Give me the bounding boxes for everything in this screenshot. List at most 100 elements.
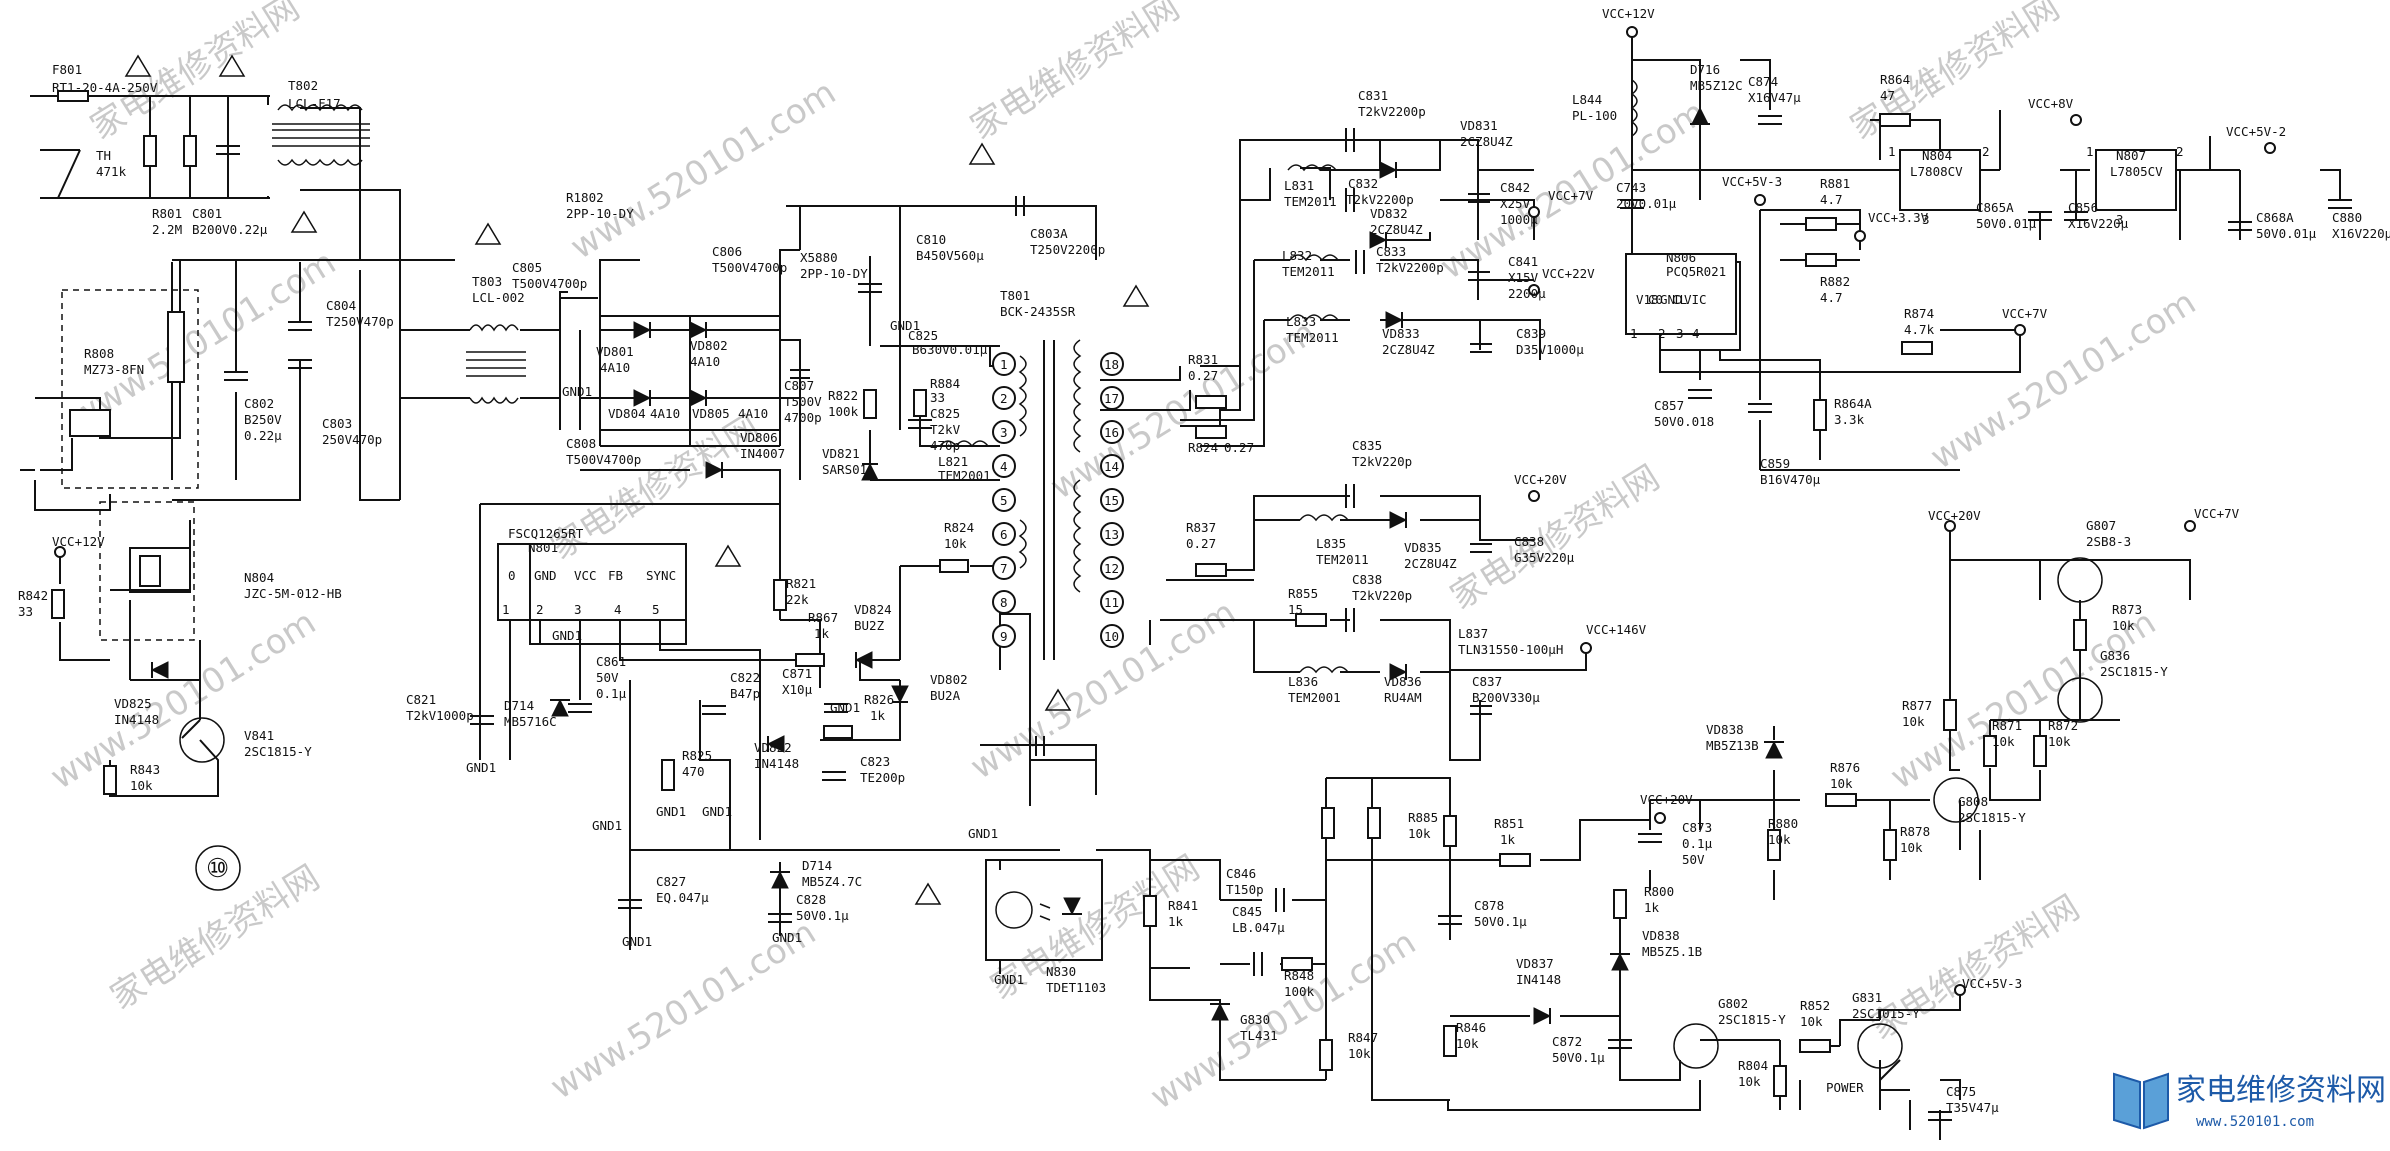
inductor-l844 (1630, 79, 1638, 137)
diode-vd825 (150, 661, 169, 679)
component-label: 2 (2176, 144, 2184, 159)
resistor-r867 (795, 653, 825, 667)
component-label: BCK-2435SR (1000, 304, 1076, 319)
capacitor-c861 (568, 703, 592, 713)
component-label: L821 (938, 454, 968, 469)
relay-coil (139, 555, 161, 587)
terminal-vcc7v (1528, 206, 1540, 218)
transformer-pin-label: 12 (1104, 561, 1119, 576)
resistor-r876 (1825, 793, 1857, 807)
component-label: 2PP-10-DY (566, 206, 634, 221)
figure-number: ⑩ (206, 854, 229, 884)
component-label: EQ.047μ (656, 890, 709, 905)
transformer-t802 (272, 104, 370, 166)
regulator-n804 (1899, 149, 1981, 211)
component-label: R800 (1644, 884, 1674, 899)
transformer-pin-label: 9 (1000, 629, 1008, 644)
component-label: X10μ (782, 682, 813, 697)
component-label: 2SB8-3 (2086, 534, 2131, 549)
transformer-pin (1100, 590, 1124, 614)
diode-vd833 (1385, 311, 1404, 329)
component-label: VD802 (930, 672, 968, 687)
component-label: D716 (1690, 62, 1720, 77)
component-label: LCL-002 (472, 290, 525, 305)
capacitor-c875 (1928, 1111, 1952, 1121)
warning-icon (124, 54, 152, 77)
component-label: FSCQ1265RT (508, 526, 584, 541)
component-label: 2SC1815-Y (2100, 664, 2168, 679)
transformer-pin (992, 488, 1016, 512)
component-label: R825 (682, 748, 712, 763)
warning-icon (474, 222, 502, 245)
component-label: N804 (244, 570, 274, 585)
component-label: R824 (944, 520, 974, 535)
capacitor-c845 (1253, 952, 1263, 976)
component-label: C839 (1516, 326, 1546, 341)
capacitor-c838 (1470, 543, 1492, 553)
component-label: 2CZ8U4Z (1404, 556, 1457, 571)
capacitor-c823 (822, 771, 846, 781)
component-label: GND (1660, 292, 1683, 307)
capacitor-c873 (1638, 833, 1662, 843)
component-label: T500V4700p (512, 276, 587, 291)
component-label: R842 (18, 588, 48, 603)
component-label: VD835 (1404, 540, 1442, 555)
transformer-pin (992, 556, 1016, 580)
fuse-f801 (57, 90, 89, 102)
logo-name: 家电维修资料网 (2176, 1073, 2386, 1108)
component-label: G807 (2086, 518, 2116, 533)
component-label: C810 (916, 232, 946, 247)
component-label: 50V0.018 (1654, 414, 1714, 429)
transformer-pin (1100, 454, 1124, 478)
resistor-r826 (823, 725, 853, 739)
transistor-g808 (1933, 777, 1979, 823)
component-label: C841 (1508, 254, 1538, 269)
capacitor-c839 (1470, 343, 1492, 353)
component-label: 5 (652, 602, 660, 617)
zener-vd838 (1611, 952, 1629, 971)
component-label: R855 (1288, 586, 1318, 601)
component-label: T2kV220p (1352, 454, 1412, 469)
capacitor-c872 (1608, 1039, 1632, 1049)
resistor-r885b (1367, 807, 1381, 839)
component-label: R882 (1820, 274, 1850, 289)
component-label: C804 (326, 298, 356, 313)
component-label: C0 (1648, 292, 1663, 307)
capacitor-c807 (790, 369, 810, 379)
warning-icon (968, 142, 996, 165)
component-label: VCC+12V (1602, 6, 1655, 21)
component-label: 1k (870, 708, 886, 723)
component-label: C803A (1030, 226, 1068, 241)
component-label: TEM2011 (1282, 264, 1335, 279)
terminal-vcc20v-a (1528, 490, 1540, 502)
warning-icons (124, 54, 1150, 905)
component-label: VD801 (596, 344, 634, 359)
component-label: 2SC1815-Y (1958, 810, 2026, 825)
optocoupler-n830 (985, 859, 1103, 961)
component-label: G831 (1852, 990, 1882, 1005)
capacitor-c832 (1345, 188, 1355, 212)
resistor-r848 (1281, 957, 1313, 971)
component-label: IN4148 (1516, 972, 1561, 987)
component-label: C837 (1472, 674, 1502, 689)
component-label: 47 (1880, 88, 1895, 103)
component-label: 1k (1500, 832, 1516, 847)
opto-led (1063, 897, 1081, 916)
resistor-r884 (913, 389, 927, 417)
component-label: C831 (1358, 88, 1388, 103)
component-label: L844 (1572, 92, 1602, 107)
component-label: N807 (2116, 148, 2146, 163)
capacitor-c865a (2028, 211, 2052, 221)
component-label: R877 (1902, 698, 1932, 713)
component-label: GND1 (656, 804, 686, 819)
capacitor-c846 (1275, 888, 1285, 912)
component-label: C846 (1226, 866, 1256, 881)
resistor-r831 (1195, 395, 1227, 409)
warning-icon (714, 544, 742, 567)
resistor-r825 (661, 759, 675, 791)
diode-vd821 (861, 462, 879, 481)
resistor-r881 (1805, 217, 1837, 231)
capacitor-c827 (618, 899, 642, 909)
